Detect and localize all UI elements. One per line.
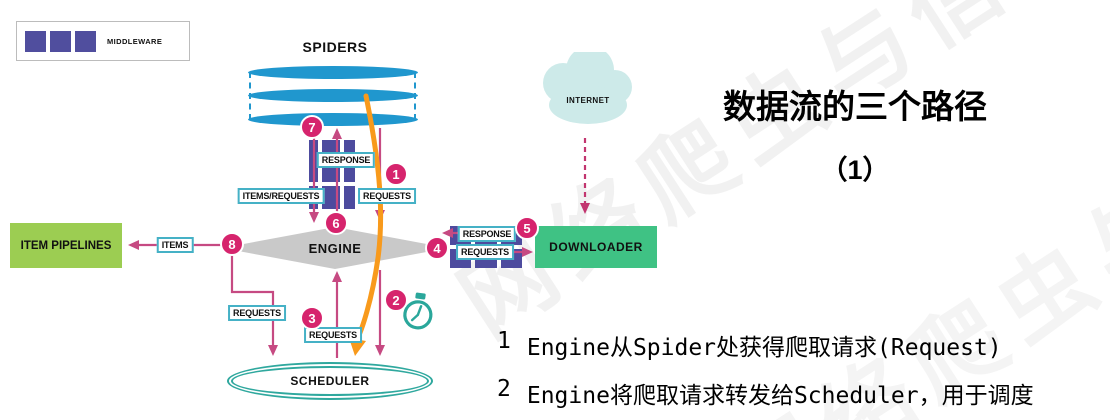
legend-label: MIDDLEWARE: [107, 36, 163, 46]
flow-label-response-top: RESPONSE: [316, 152, 376, 168]
notes-block: 1 Engine从Spider处获得爬取请求(Request) 2 Engine…: [497, 328, 1034, 420]
step-marker-1: 1: [384, 162, 408, 186]
step-marker-4: 4: [425, 236, 449, 260]
stopwatch-icon: [400, 292, 438, 341]
note-text: Engine从Spider处获得爬取请求(Request): [526, 335, 1002, 361]
spiders-cylinder-edge: [414, 72, 416, 120]
flow-label-requests-bottom: REQUESTS: [304, 327, 362, 343]
note-text: Engine将爬取请求转发给Scheduler，用于调度: [526, 383, 1034, 409]
step-marker-8: 8: [220, 232, 244, 256]
scheduler-node-label: SCHEDULER: [231, 366, 429, 396]
step-marker-3: 3: [300, 306, 324, 330]
note-number: 1: [497, 328, 511, 354]
middleware-brick: [344, 186, 355, 209]
step-marker-7: 7: [300, 115, 324, 139]
flow-label-response-right: RESPONSE: [457, 226, 517, 242]
flow-label-requests-top: REQUESTS: [358, 188, 416, 204]
middleware-brick: [322, 186, 340, 209]
internet-node-label: INTERNET: [566, 96, 610, 105]
step-marker-6: 6: [324, 211, 348, 235]
spiders-disk-icon: [248, 89, 418, 102]
item-pipelines-node: ITEM PIPELINES: [10, 223, 122, 268]
step-marker-5: 5: [515, 216, 539, 240]
middleware-square-icon: [25, 30, 46, 52]
downloader-node: DOWNLOADER: [535, 226, 657, 268]
spiders-node-label: SPIDERS: [302, 39, 368, 55]
note-line-2: 2 Engine将爬取请求转发给Scheduler，用于调度: [497, 376, 1034, 410]
title-block: 数据流的三个路径 （1）: [700, 80, 1010, 187]
spiders-disk-icon: [248, 66, 418, 79]
flow-label-items-requests: ITEMS/REQUESTS: [237, 188, 325, 204]
step-marker-2: 2: [384, 288, 408, 312]
note-number: 2: [497, 376, 511, 402]
flow-label-requests-left: REQUESTS: [228, 305, 286, 321]
internet-cloud-icon: INTERNET: [528, 46, 648, 138]
downloader-node-label: DOWNLOADER: [549, 240, 643, 254]
flow-label-requests-right: REQUESTS: [456, 244, 514, 260]
cloud-shape: [543, 46, 632, 124]
scheduler-node: SCHEDULER: [227, 362, 433, 400]
spiders-disk-icon: [248, 113, 418, 126]
middleware-legend: MIDDLEWARE: [16, 21, 190, 61]
engine-node-label: ENGINE: [308, 240, 362, 256]
middleware-square-icon: [50, 30, 71, 52]
flow-label-items: ITEMS: [156, 237, 194, 253]
spiders-cylinder-edge: [249, 72, 251, 120]
page-title-part: （1）: [820, 155, 890, 185]
middleware-square-icon: [75, 30, 96, 52]
item-pipelines-node-label: ITEM PIPELINES: [20, 239, 112, 252]
page-title: 数据流的三个路径: [723, 88, 987, 125]
note-line-1: 1 Engine从Spider处获得爬取请求(Request): [497, 328, 1034, 362]
